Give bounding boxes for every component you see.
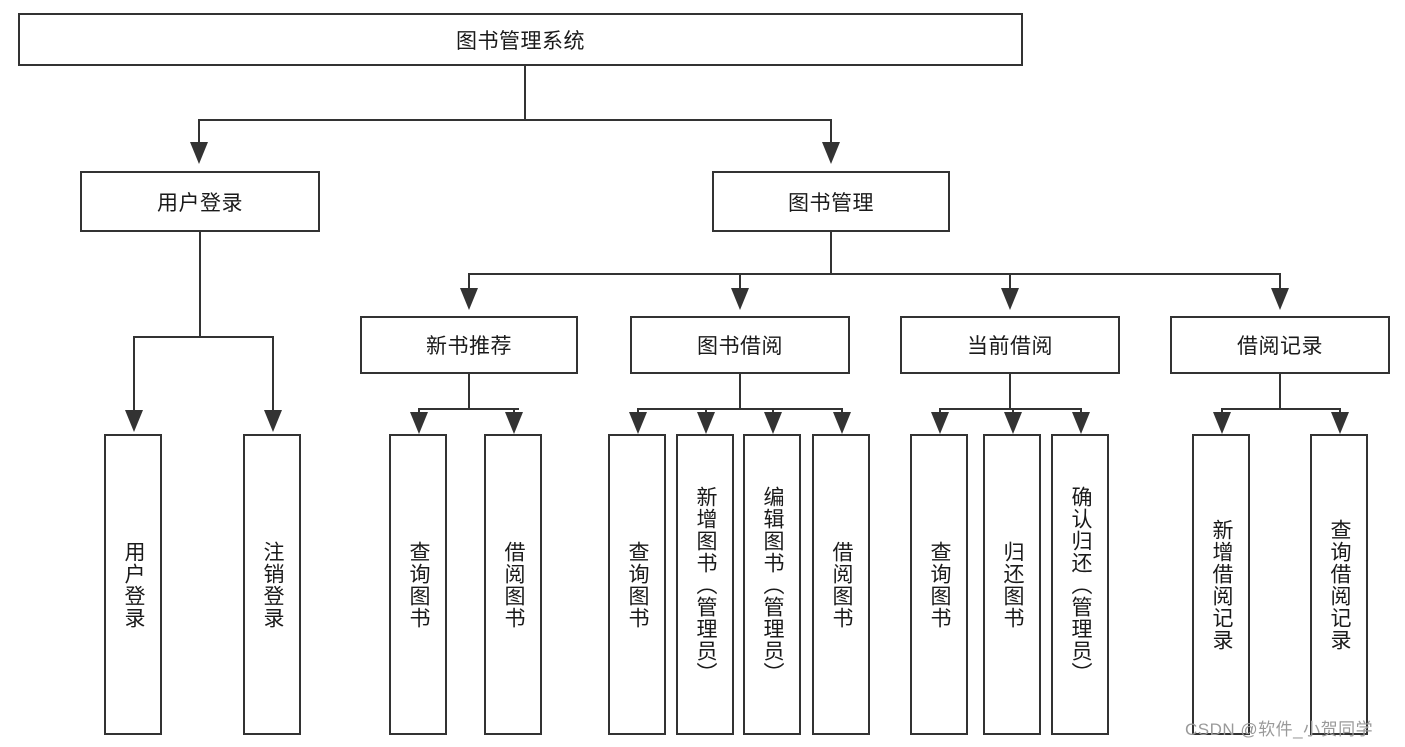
edge-user-login-to-leaf-2: [272, 336, 274, 412]
node-new-book-recommend[interactable]: 新书推荐: [360, 316, 578, 374]
node-label: 图书管理: [788, 191, 874, 215]
arrow-down-icon: [1271, 288, 1289, 310]
node-label: 用户登录: [157, 191, 243, 215]
leaf-user-login[interactable]: 用户登录: [104, 434, 162, 735]
node-borrow-records[interactable]: 借阅记录: [1170, 316, 1390, 374]
edge-root-bus: [198, 119, 832, 121]
arrow-down-icon: [190, 142, 208, 164]
leaf-logout[interactable]: 注销登录: [243, 434, 301, 735]
node-label: 编辑图书（管理员）: [761, 485, 785, 684]
node-label: 确认归还（管理员）: [1069, 485, 1093, 684]
arrow-down-icon: [264, 410, 282, 432]
arrow-down-icon: [1331, 412, 1349, 434]
node-label: 当前借阅: [967, 335, 1053, 358]
leaf-query-borrow-record[interactable]: 查询借阅记录: [1310, 434, 1368, 735]
node-label: 查询图书: [626, 540, 650, 629]
edge-user-login-stem: [199, 232, 201, 337]
arrow-down-icon: [833, 412, 851, 434]
leaf-confirm-return-admin[interactable]: 确认归还（管理员）: [1051, 434, 1109, 735]
node-label: 借阅图书: [830, 540, 854, 629]
arrow-down-icon: [822, 142, 840, 164]
arrow-down-icon: [629, 412, 647, 434]
node-label: 新书推荐: [426, 335, 512, 358]
edge-user-login-to-leaf-1: [133, 336, 135, 412]
node-label: 借阅记录: [1237, 335, 1323, 358]
node-label: 借阅图书: [502, 540, 526, 629]
leaf-add-borrow-record[interactable]: 新增借阅记录: [1192, 434, 1250, 735]
node-label: 图书管理系统: [456, 29, 585, 53]
node-current-borrow[interactable]: 当前借阅: [900, 316, 1120, 374]
arrow-down-icon: [505, 412, 523, 434]
node-label: 用户登录: [122, 540, 146, 629]
edge-new-book-bus: [418, 408, 519, 410]
leaf-query-book-current[interactable]: 查询图书: [910, 434, 968, 735]
node-label: 新增借阅记录: [1210, 518, 1234, 651]
leaf-return-book[interactable]: 归还图书: [983, 434, 1041, 735]
edge-book-manage-stem: [830, 232, 832, 274]
arrow-down-icon: [1004, 412, 1022, 434]
edge-current-borrow-stem: [1009, 374, 1011, 409]
leaf-borrow-book-recommend[interactable]: 借阅图书: [484, 434, 542, 735]
edge-borrow-records-bus: [1221, 408, 1340, 410]
arrow-down-icon: [460, 288, 478, 310]
edge-book-borrow-stem: [739, 374, 741, 409]
edge-user-login-bus: [133, 336, 273, 338]
arrow-down-icon: [731, 288, 749, 310]
arrow-down-icon: [410, 412, 428, 434]
arrow-down-icon: [697, 412, 715, 434]
edge-root-stem: [524, 66, 526, 120]
node-label: 图书借阅: [697, 335, 783, 358]
node-root-system[interactable]: 图书管理系统: [18, 13, 1023, 66]
node-book-borrow[interactable]: 图书借阅: [630, 316, 850, 374]
watermark-text: CSDN @软件_小贺同学: [1185, 720, 1374, 739]
leaf-edit-book-admin[interactable]: 编辑图书（管理员）: [743, 434, 801, 735]
edge-new-book-stem: [468, 374, 470, 409]
node-label: 查询图书: [928, 540, 952, 629]
node-book-manage[interactable]: 图书管理: [712, 171, 950, 232]
arrow-down-icon: [931, 412, 949, 434]
edge-book-borrow-bus: [637, 408, 841, 410]
node-label: 归还图书: [1001, 540, 1025, 629]
arrow-down-icon: [764, 412, 782, 434]
edge-borrow-records-stem: [1279, 374, 1281, 409]
edge-current-borrow-bus: [939, 408, 1080, 410]
arrow-down-icon: [125, 410, 143, 432]
edge-book-manage-to-borrow-records: [1279, 273, 1281, 290]
node-label: 查询借阅记录: [1328, 518, 1352, 651]
arrow-down-icon: [1213, 412, 1231, 434]
edge-book-manage-to-current-borrow: [1009, 273, 1011, 290]
node-label: 注销登录: [261, 540, 285, 629]
node-label: 新增图书（管理员）: [694, 485, 718, 684]
edge-book-manage-bus: [468, 273, 1280, 275]
arrow-down-icon: [1001, 288, 1019, 310]
leaf-query-book-borrow[interactable]: 查询图书: [608, 434, 666, 735]
leaf-borrow-book[interactable]: 借阅图书: [812, 434, 870, 735]
edge-root-to-user-login: [198, 119, 200, 144]
edge-book-manage-to-book-borrow: [739, 273, 741, 290]
edge-root-to-book-manage: [830, 119, 832, 144]
edge-book-manage-to-new-book: [468, 273, 470, 290]
leaf-query-book-recommend[interactable]: 查询图书: [389, 434, 447, 735]
node-user-login[interactable]: 用户登录: [80, 171, 320, 232]
arrow-down-icon: [1072, 412, 1090, 434]
node-label: 查询图书: [407, 540, 431, 629]
leaf-add-book-admin[interactable]: 新增图书（管理员）: [676, 434, 734, 735]
